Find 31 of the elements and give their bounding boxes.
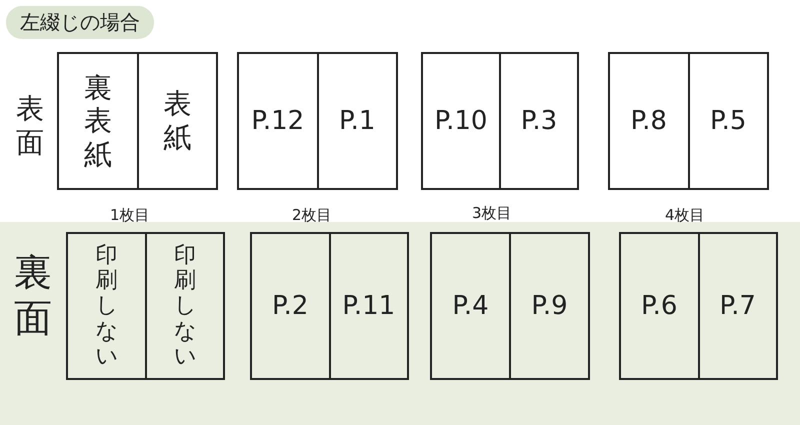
page-number: P.7: [720, 291, 756, 321]
sheet-number: 2枚目: [292, 206, 332, 225]
page-number: P.9: [531, 291, 568, 321]
sheet-number: 4枚目: [665, 206, 705, 225]
sheet-outline: [619, 232, 778, 380]
page-label: 裏表紙: [84, 70, 112, 172]
sheet-number: 3枚目: [472, 204, 512, 223]
title-label: 左綴じの場合: [6, 6, 154, 39]
page-label: 印刷しない: [174, 242, 196, 370]
page-number: P.6: [641, 291, 678, 321]
page-number: P.8: [630, 106, 667, 136]
sheet-outline: [421, 52, 579, 190]
page-number: P.5: [710, 106, 746, 136]
sheet-number: 1枚目: [110, 206, 150, 225]
page-number: P.10: [434, 106, 488, 136]
page-label: 表紙: [163, 87, 192, 155]
page-number: P.1: [339, 106, 376, 136]
sheet-outline: [430, 232, 590, 380]
page-label: 印刷しない: [95, 242, 118, 370]
page-number: P.12: [251, 106, 304, 136]
page-number: P.4: [452, 291, 489, 321]
sheet-outline: [608, 52, 769, 190]
sheet-outline: [250, 232, 409, 380]
page-number: P.3: [520, 106, 558, 136]
sheet-outline: [237, 52, 398, 190]
page-number: P.2: [272, 291, 308, 321]
page-number: P.11: [342, 291, 396, 321]
sheet-outline: [66, 232, 225, 380]
row-label: 表面: [16, 92, 44, 160]
row-label: 裏面: [14, 250, 52, 342]
sheet-outline: [57, 52, 218, 190]
